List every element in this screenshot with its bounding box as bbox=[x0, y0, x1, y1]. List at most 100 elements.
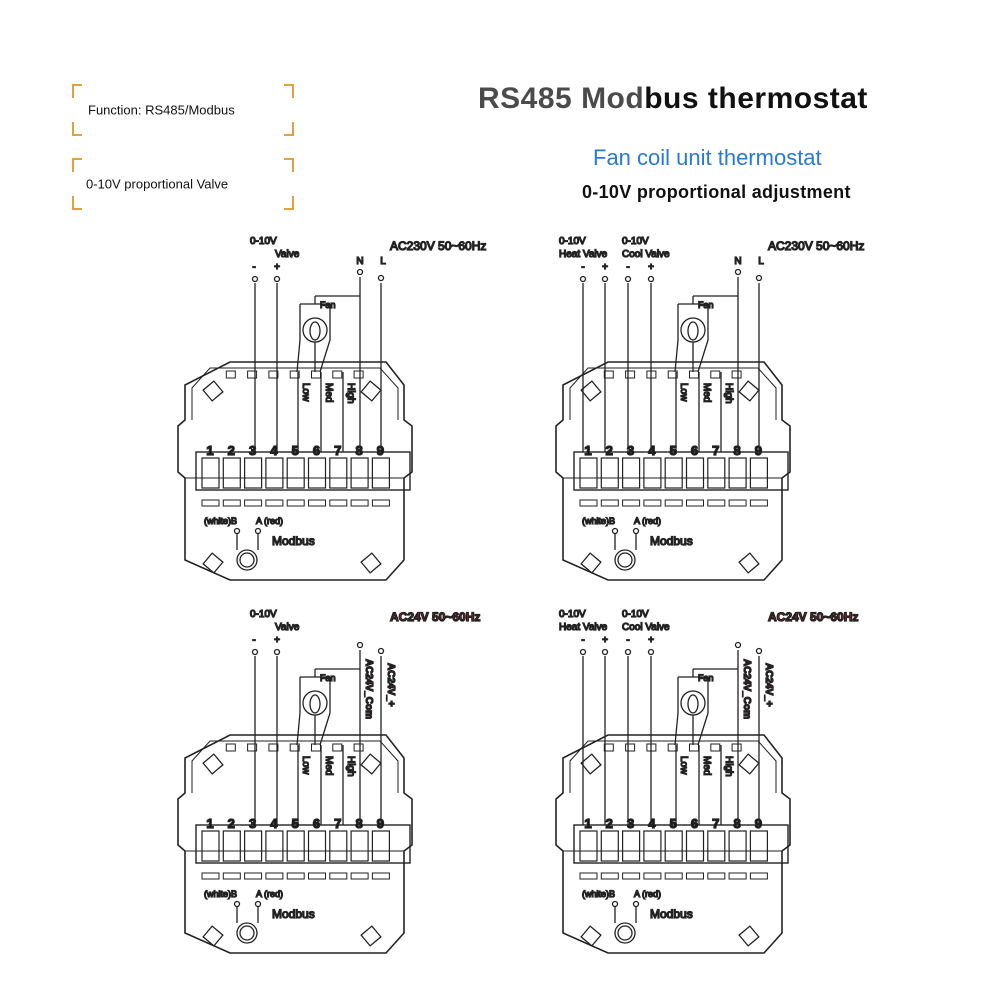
terminal-slot bbox=[728, 830, 747, 862]
terminal-number: 6 bbox=[313, 816, 320, 831]
valve-terminal bbox=[647, 648, 655, 656]
function-label: 0-10V proportional Valve bbox=[86, 176, 229, 192]
rs485-wires bbox=[236, 533, 259, 550]
terminal-pad bbox=[664, 499, 683, 507]
terminal-number: 4 bbox=[270, 816, 278, 831]
power-label-l: L bbox=[380, 256, 386, 267]
connector-nub bbox=[268, 743, 279, 752]
cool-valve-top: 0-10V bbox=[622, 609, 649, 620]
valve-top-label: 0-10V bbox=[250, 236, 277, 247]
speed-label-med: Med bbox=[701, 383, 712, 402]
terminal-pad bbox=[201, 872, 220, 880]
heat-valve-top: 0-10V bbox=[559, 236, 586, 247]
terminal-pad bbox=[244, 872, 263, 880]
terminal-number: 8 bbox=[355, 443, 362, 458]
modbus-label: Modbus bbox=[272, 534, 315, 548]
valve-terminal-minus bbox=[251, 275, 259, 283]
modbus-label: Modbus bbox=[650, 534, 693, 548]
terminal-slot bbox=[579, 457, 598, 489]
fan-label: Fan bbox=[698, 300, 714, 310]
rs485-wires bbox=[614, 906, 637, 923]
rs485-wires bbox=[614, 533, 637, 550]
terminal-pad bbox=[579, 872, 598, 880]
connector-nub bbox=[689, 370, 699, 379]
terminal-slot bbox=[643, 830, 662, 862]
speed-label-high: High bbox=[345, 756, 356, 777]
terminal-pad bbox=[600, 872, 619, 880]
fan-coil-inner bbox=[687, 694, 699, 714]
terminal-pad bbox=[686, 499, 704, 507]
device-inner-edge bbox=[569, 367, 616, 420]
modbus-coil bbox=[236, 922, 258, 944]
valve-terminal bbox=[579, 275, 587, 283]
device-inner-edge bbox=[616, 740, 777, 793]
screw-tab bbox=[202, 552, 224, 574]
connector-nub bbox=[311, 370, 321, 379]
connector-nub bbox=[247, 370, 258, 379]
screw-tab bbox=[580, 380, 602, 402]
connector-nub bbox=[603, 370, 614, 379]
terminal-slot bbox=[728, 457, 747, 489]
fan-leads bbox=[296, 712, 331, 746]
power-label-plus: AC24V_+ bbox=[385, 663, 396, 707]
terminal-number: 8 bbox=[733, 816, 740, 831]
terminal-slot bbox=[329, 830, 348, 862]
connector-nub bbox=[289, 370, 300, 379]
rs485-a-label: A (red) bbox=[634, 889, 661, 899]
fan-coil-inner bbox=[687, 321, 699, 341]
terminal-block bbox=[195, 824, 411, 864]
speed-label-low: Low bbox=[678, 383, 689, 402]
screw-tab bbox=[360, 753, 382, 775]
modbus-coil bbox=[236, 549, 258, 571]
connector-nub bbox=[731, 370, 742, 379]
valve-plus: + bbox=[274, 635, 280, 646]
device-inner-edge bbox=[238, 740, 399, 793]
valve-top-label: 0-10V bbox=[250, 609, 277, 620]
fan-body bbox=[299, 303, 331, 340]
rs485-a-label: A (red) bbox=[256, 889, 283, 899]
terminal-pad bbox=[350, 499, 369, 507]
terminal-number: 5 bbox=[670, 443, 677, 458]
rs485-wires bbox=[236, 906, 259, 923]
heat-valve-label: Heat Valve bbox=[559, 249, 608, 260]
screw-tab bbox=[738, 753, 760, 775]
connector-nub bbox=[731, 743, 742, 752]
screw-tab bbox=[360, 925, 382, 947]
speed-label-high: High bbox=[723, 756, 734, 777]
screw-tab bbox=[202, 925, 224, 947]
terminal-slot bbox=[286, 457, 305, 489]
fan-label: Fan bbox=[698, 673, 714, 683]
page-title: RS485 Modbus thermostat bbox=[478, 82, 868, 116]
rs485-b-terminal bbox=[233, 900, 241, 908]
subtitle: Fan coil unit thermostat bbox=[593, 145, 822, 170]
terminal-pad bbox=[329, 872, 348, 880]
power-label-plus: AC24V_+ bbox=[763, 663, 774, 707]
device-inner-edge bbox=[569, 740, 616, 793]
corner-mark bbox=[72, 196, 82, 210]
connector-nub bbox=[247, 743, 258, 752]
terminal-number: 7 bbox=[712, 443, 719, 458]
terminal-number: 7 bbox=[334, 443, 341, 458]
valve-minus: - bbox=[252, 262, 255, 273]
terminal-number: 6 bbox=[313, 443, 320, 458]
supply-label: AC230V 50~60Hz bbox=[768, 239, 864, 253]
terminal-pad bbox=[265, 872, 284, 880]
modbus-coil-inner bbox=[617, 925, 633, 941]
terminal-pad bbox=[622, 499, 641, 507]
fan-leads bbox=[296, 339, 331, 373]
terminal-pad bbox=[707, 872, 726, 880]
speed-label-low: Low bbox=[300, 756, 311, 775]
valve-sign: + bbox=[602, 635, 608, 646]
rs485-b-label: (white)B bbox=[582, 889, 615, 899]
device-outline bbox=[555, 361, 791, 581]
terminal-number: 3 bbox=[249, 443, 256, 458]
connector-nub bbox=[667, 743, 678, 752]
rs485-a-terminal bbox=[254, 527, 262, 535]
valve-sign: - bbox=[626, 635, 629, 646]
power-label-com: AC24V_Com bbox=[363, 659, 374, 719]
device-inner-edge bbox=[191, 740, 238, 793]
heat-valve-top: 0-10V bbox=[559, 609, 586, 620]
power-terminal-n bbox=[356, 641, 364, 649]
